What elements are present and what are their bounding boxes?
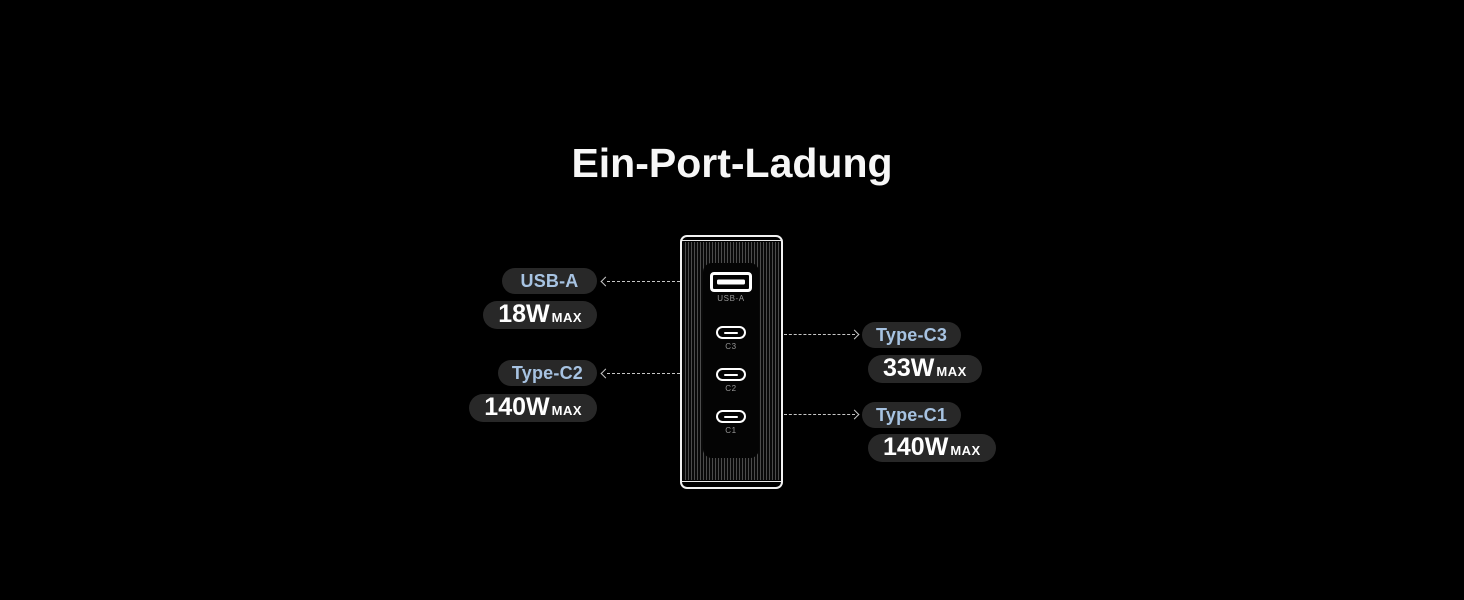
callout-usb-a-watt-badge: 18W MAX [483,301,597,329]
arrow-right-icon [849,409,860,420]
usb-a-port-icon [710,272,752,292]
callout-type-c2-name-badge: Type-C2 [497,360,597,386]
callout-type-c3-watt-badge: 33W MAX [868,355,982,383]
callout-type-c1-name-badge: Type-C1 [862,402,962,428]
charger-top-seam [682,240,781,241]
charger-port-panel: USB-A C3 C2 C1 [703,263,759,458]
charger-bottom-seam [682,481,781,482]
watt-value: 33W [883,354,935,382]
usb-c-port-c2-icon [716,368,746,381]
watt-value: 140W [484,393,550,421]
watt-value: 18W [498,300,550,328]
usb-c-port-c2-tongue [724,373,738,376]
usb-a-port-label: USB-A [717,294,745,303]
dashed-connector-type-c1 [784,414,855,415]
arrow-right-icon [849,329,860,340]
dashed-connector-type-c3 [784,334,855,335]
callout-type-c1-watt-badge: 140W MAX [868,434,996,462]
watt-max-suffix: MAX [551,403,582,418]
usb-c-port-c1-icon [716,410,746,423]
charger-illustration: USB-A C3 C2 C1 [680,235,783,489]
watt-value: 140W [883,433,949,461]
page-title: Ein-Port-Ladung [571,140,893,187]
usb-c-port-c3-icon [716,326,746,339]
usb-c-port-c1-label: C1 [725,426,737,435]
arrow-left-icon [600,276,611,287]
callout-type-c3-name-badge: Type-C3 [862,322,962,348]
usb-c-port-c2-label: C2 [725,384,737,393]
usb-c-port-c3-label: C3 [725,342,737,351]
watt-max-suffix: MAX [950,443,981,458]
callout-type-c2-watt-badge: 140W MAX [469,394,597,422]
callout-usb-a-name-badge: USB-A [502,268,597,294]
arrow-left-icon [600,368,611,379]
dashed-connector-usb-a [607,281,680,282]
usb-a-port-tongue [717,279,745,285]
usb-c-port-c1-tongue [724,415,738,418]
usb-c-port-c3-tongue [724,331,738,334]
watt-max-suffix: MAX [936,364,967,379]
dashed-connector-type-c2 [607,373,680,374]
watt-max-suffix: MAX [551,310,582,325]
